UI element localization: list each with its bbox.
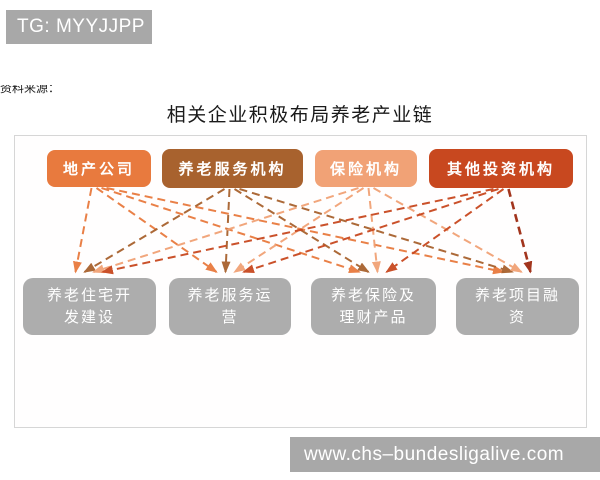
bottom-box-housing-development: 养老住宅开 发建设: [23, 278, 156, 335]
connection-arrows: [73, 187, 533, 275]
url-watermark-banner: www.chs–bundesligalive.com: [290, 437, 600, 472]
bottom-box-project-financing: 养老项目融 资: [456, 278, 579, 335]
top-box-elder-service-institution: 养老服务机构: [162, 149, 303, 188]
top-box-elder-service-label: 养老服务机构: [178, 161, 287, 178]
telegram-watermark-text: TG: MYYJJPP: [17, 16, 145, 37]
top-box-insurance-institution: 保险机构: [315, 150, 417, 187]
top-box-other-investment-label: 其他投资机构: [446, 161, 555, 178]
top-box-other-investment-institution: 其他投资机构: [429, 149, 573, 188]
top-box-real-estate-company: 地产公司: [47, 150, 151, 187]
diagram-panel: 地产公司 养老服务机构 保险机构 其他投资机构 养老住宅开 发建设 养老服务运 …: [14, 135, 587, 428]
bottom-box-service-operation: 养老服务运 营: [169, 278, 291, 335]
bottom-box-housing-development-label: 养老住宅开 发建设: [46, 286, 132, 326]
bottom-box-insurance-wealth-products-label: 养老保险及 理财产品: [330, 286, 416, 326]
telegram-watermark-banner: TG: MYYJJPP: [6, 10, 152, 44]
diagram-title: 相关企业积极布局养老产业链: [166, 105, 434, 126]
bottom-box-insurance-wealth-products: 养老保险及 理财产品: [311, 278, 436, 335]
url-watermark-text: www.chs–bundesligalive.com: [304, 443, 565, 465]
top-box-real-estate-label: 地产公司: [62, 161, 135, 178]
bottom-box-service-operation-label: 养老服务运 营: [187, 286, 273, 326]
clipped-caption-text: 资料来源：: [0, 85, 58, 95]
top-box-insurance-label: 保险机构: [329, 161, 402, 178]
bottom-box-project-financing-label: 养老项目融 资: [474, 286, 560, 326]
clipped-caption-fragment: 资料来源：: [0, 85, 58, 96]
